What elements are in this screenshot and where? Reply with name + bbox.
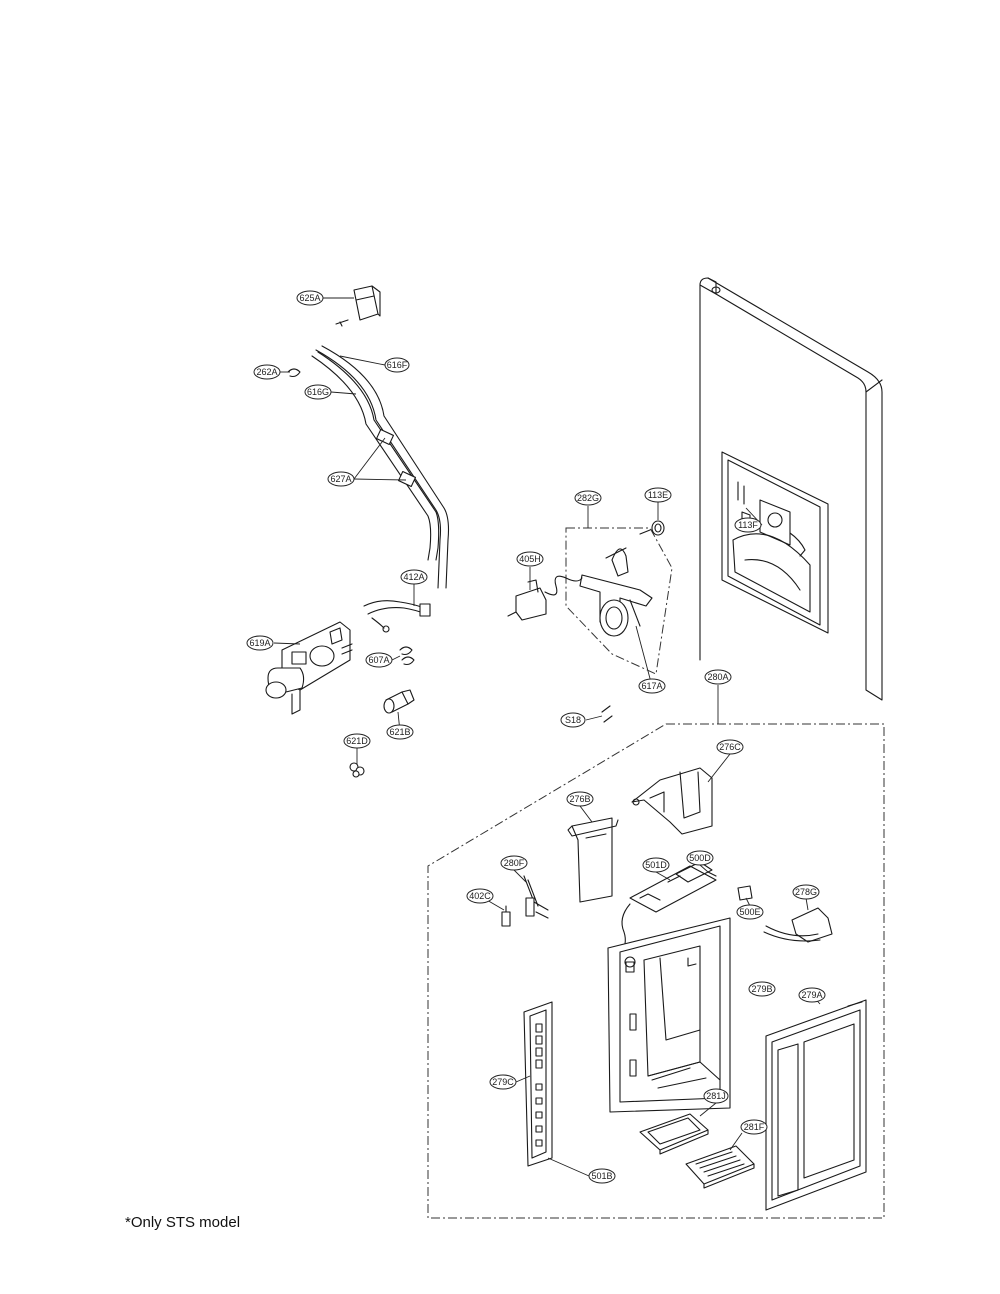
svg-text:607A: 607A [368, 655, 389, 665]
label-282G: 282G [574, 490, 602, 506]
svg-text:405H: 405H [519, 554, 541, 564]
footnote: *Only STS model [125, 1214, 241, 1231]
label-S18: S18 [560, 712, 586, 728]
label-113F: 113F [734, 517, 762, 533]
part-405H-drawing [507, 579, 547, 621]
housing-279B [607, 917, 731, 1113]
water-valve-619A [265, 621, 353, 715]
svg-text:619A: 619A [249, 638, 270, 648]
harness-412A [363, 600, 431, 633]
part-276B-drawing [567, 817, 619, 903]
tray-281J [639, 1113, 709, 1155]
svg-text:113E: 113E [648, 490, 668, 500]
label-262A: 262A [253, 364, 281, 380]
label-501B: 501B [588, 1168, 616, 1184]
svg-text:621B: 621B [389, 727, 410, 737]
label-501D: 501D [642, 857, 670, 873]
svg-text:279B: 279B [751, 984, 772, 994]
svg-text:281F: 281F [744, 1122, 765, 1132]
refrigerator-door [699, 277, 883, 701]
part-500E-drawing [737, 885, 753, 901]
label-500E: 500E [736, 904, 764, 920]
svg-text:276B: 276B [569, 794, 590, 804]
label-621B: 621B [386, 724, 414, 740]
label-607A: 607A [365, 652, 393, 668]
label-279A: 279A [798, 987, 826, 1003]
svg-text:616G: 616G [307, 387, 329, 397]
svg-text:500E: 500E [739, 907, 760, 917]
part-280F-drawing [523, 875, 549, 919]
svg-text:616F: 616F [387, 360, 408, 370]
label-113E: 113E [644, 487, 672, 503]
svg-text:501D: 501D [645, 860, 667, 870]
svg-text:621D: 621D [346, 736, 368, 746]
label-625A: 625A [296, 290, 324, 306]
label-280F: 280F [500, 855, 528, 871]
label-500D: 500D [686, 850, 714, 866]
clips-607A [399, 646, 415, 666]
label-278G: 278G [792, 884, 820, 900]
label-616G: 616G [304, 384, 332, 400]
label-276C: 276C [716, 739, 744, 755]
svg-text:276C: 276C [719, 742, 741, 752]
svg-text:262A: 262A [256, 367, 277, 377]
svg-text:617A: 617A [641, 681, 662, 691]
svg-text:501B: 501B [591, 1171, 612, 1181]
label-627A: 627A [327, 471, 355, 487]
svg-text:113F: 113F [738, 520, 758, 530]
label-405H: 405H [516, 551, 544, 567]
part-625A-drawing [335, 285, 381, 327]
fitting-621B [383, 689, 415, 714]
svg-text:280F: 280F [504, 858, 525, 868]
screws-S18 [601, 705, 613, 723]
label-279C: 279C [489, 1074, 517, 1090]
label-280A: 280A [704, 669, 732, 685]
cover-279A [765, 999, 867, 1211]
svg-text:627A: 627A [330, 474, 351, 484]
part-113E-drawing [639, 520, 665, 536]
tubes-616F-616G [311, 345, 450, 589]
svg-text:279A: 279A [801, 990, 822, 1000]
svg-text:280A: 280A [707, 672, 728, 682]
label-276B: 276B [566, 791, 594, 807]
label-281J: 281J [703, 1088, 729, 1104]
svg-text:279C: 279C [492, 1077, 514, 1087]
svg-text:281J: 281J [706, 1091, 726, 1101]
svg-text:500D: 500D [689, 853, 711, 863]
group-282G [544, 527, 673, 675]
label-619A: 619A [246, 635, 274, 651]
fitting-621D [349, 762, 365, 778]
leader-lines [273, 297, 821, 1177]
svg-text:282G: 282G [577, 493, 599, 503]
part-276C-drawing [631, 767, 713, 835]
grille-281F [685, 1145, 755, 1189]
part-262A-drawing [287, 368, 301, 378]
part-402C-drawing [501, 905, 511, 927]
label-279B: 279B [748, 981, 776, 997]
label-616F: 616F [384, 357, 410, 373]
label-402C: 402C [466, 888, 494, 904]
svg-text:402C: 402C [469, 891, 491, 901]
label-617A: 617A [638, 678, 666, 694]
part-278G-drawing [763, 907, 833, 943]
svg-text:412A: 412A [403, 572, 424, 582]
svg-text:S18: S18 [565, 715, 581, 725]
svg-text:625A: 625A [299, 293, 320, 303]
svg-text:278G: 278G [795, 887, 817, 897]
panel-279C [523, 1001, 553, 1167]
label-281F: 281F [740, 1119, 768, 1135]
group-280A [427, 723, 885, 1219]
label-412A: 412A [400, 569, 428, 585]
label-621D: 621D [343, 733, 371, 749]
